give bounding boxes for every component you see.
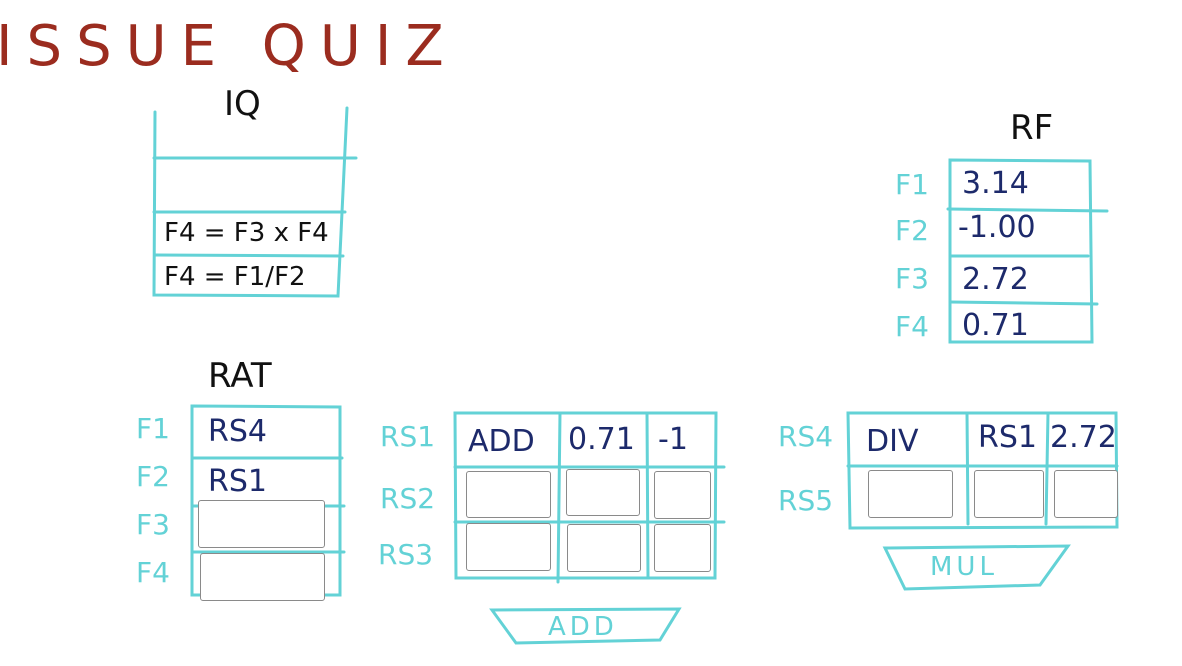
- rs-label-rs1: RS1: [380, 420, 436, 453]
- rat-f3-answer-input[interactable]: [198, 500, 325, 548]
- iq-entry-2: F4 = F1/F2: [164, 262, 306, 292]
- rat-label-f4: F4: [136, 556, 170, 589]
- rf-label-f3: F3: [895, 262, 929, 295]
- iq-header: IQ: [224, 84, 261, 124]
- page-title: ISSUE QUIZ: [0, 14, 458, 79]
- rat-value-f1: RS4: [208, 414, 267, 449]
- rf-value-f1: 3.14: [962, 166, 1029, 201]
- rf-value-f4: 0.71: [962, 308, 1029, 343]
- add-unit-label: ADD: [548, 612, 618, 642]
- mul-unit-label: MUL: [930, 552, 998, 582]
- rs2-operand-2-input[interactable]: [654, 471, 711, 519]
- rat-label-f3: F3: [136, 508, 170, 541]
- rat-f4-answer-input[interactable]: [200, 553, 325, 601]
- rs4-operand-2: 2.72: [1050, 420, 1117, 455]
- rat-value-f2: RS1: [208, 464, 267, 499]
- rs-label-rs2: RS2: [380, 482, 436, 515]
- rs5-op-input[interactable]: [868, 470, 953, 518]
- iq-entry-1: F4 = F3 x F4: [164, 218, 329, 248]
- rs3-operand-1-input[interactable]: [567, 524, 641, 572]
- rat-label-f1: F1: [136, 412, 170, 445]
- rs4-operand-1: RS1: [978, 420, 1037, 455]
- rat-label-f2: F2: [136, 460, 170, 493]
- rf-label-f1: F1: [895, 168, 929, 201]
- rf-header: RF: [1010, 108, 1054, 148]
- rs3-operand-2-input[interactable]: [654, 524, 711, 572]
- rs3-op-input[interactable]: [466, 523, 551, 571]
- rs5-operand-1-input[interactable]: [974, 470, 1044, 518]
- rs1-operand-1: 0.71: [568, 422, 635, 457]
- rs2-operand-1-input[interactable]: [566, 469, 640, 516]
- rs2-op-input[interactable]: [466, 471, 551, 518]
- rf-label-f4: F4: [895, 310, 929, 343]
- rs-label-rs4: RS4: [778, 420, 834, 453]
- rs4-op: DIV: [866, 424, 919, 459]
- rs1-op: ADD: [468, 424, 535, 459]
- rf-label-f2: F2: [895, 214, 929, 247]
- rat-header: RAT: [208, 356, 272, 396]
- rs1-operand-2: -1: [658, 422, 688, 457]
- rs5-operand-2-input[interactable]: [1054, 470, 1118, 518]
- rf-value-f3: 2.72: [962, 262, 1029, 297]
- rs-label-rs3: RS3: [378, 538, 434, 571]
- rf-value-f2: -1.00: [958, 210, 1036, 245]
- rs-label-rs5: RS5: [778, 484, 834, 517]
